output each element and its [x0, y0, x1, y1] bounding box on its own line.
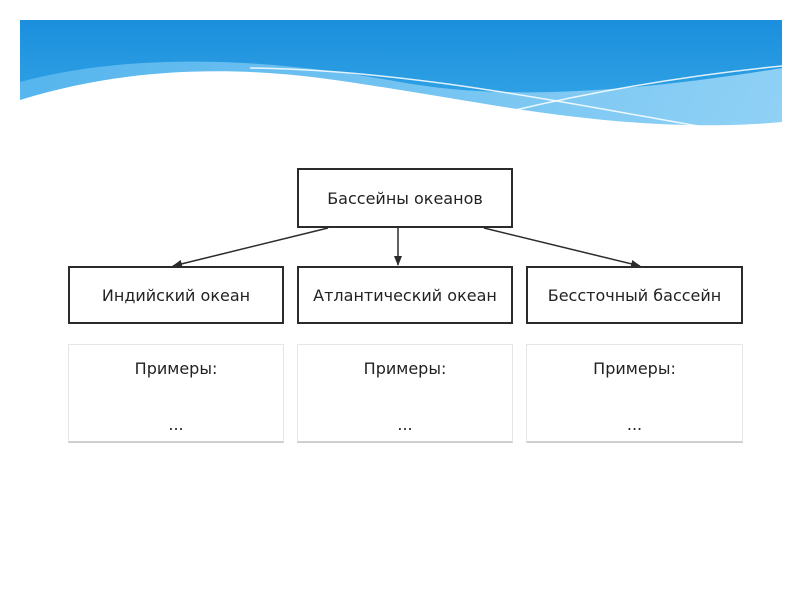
examples-ellipsis: ... — [168, 415, 184, 434]
examples-title: Примеры: — [363, 359, 447, 378]
child-node-atlantic-ocean: Атлантический океан — [297, 266, 513, 324]
arrow-to-endorheic-basin — [483, 227, 641, 268]
examples-ellipsis: ... — [397, 415, 413, 434]
child-node-label: Бессточный бассейн — [547, 285, 722, 305]
child-node-indian-ocean: Индийский океан — [68, 266, 284, 324]
examples-title: Примеры: — [134, 359, 218, 378]
root-node: Бассейны океанов — [297, 168, 513, 228]
banner-wave-line-2 — [489, 65, 782, 117]
root-node-label: Бассейны океанов — [327, 188, 483, 208]
child-node-label: Атлантический океан — [313, 285, 497, 305]
arrow-to-indian-ocean — [172, 227, 329, 268]
examples-box-endorheic-basin: Примеры: ... — [526, 344, 743, 443]
examples-ellipsis: ... — [626, 415, 643, 434]
examples-box-atlantic-ocean: Примеры: ... — [297, 344, 513, 443]
examples-box-indian-ocean: Примеры: ... — [68, 344, 284, 443]
header-wave-banner — [20, 20, 782, 138]
examples-title: Примеры: — [593, 359, 676, 378]
banner-white-wave — [20, 71, 782, 138]
child-node-endorheic-basin: Бессточный бассейн — [526, 266, 743, 324]
child-node-label: Индийский океан — [101, 285, 251, 305]
banner-wave-line-1 — [249, 67, 721, 131]
